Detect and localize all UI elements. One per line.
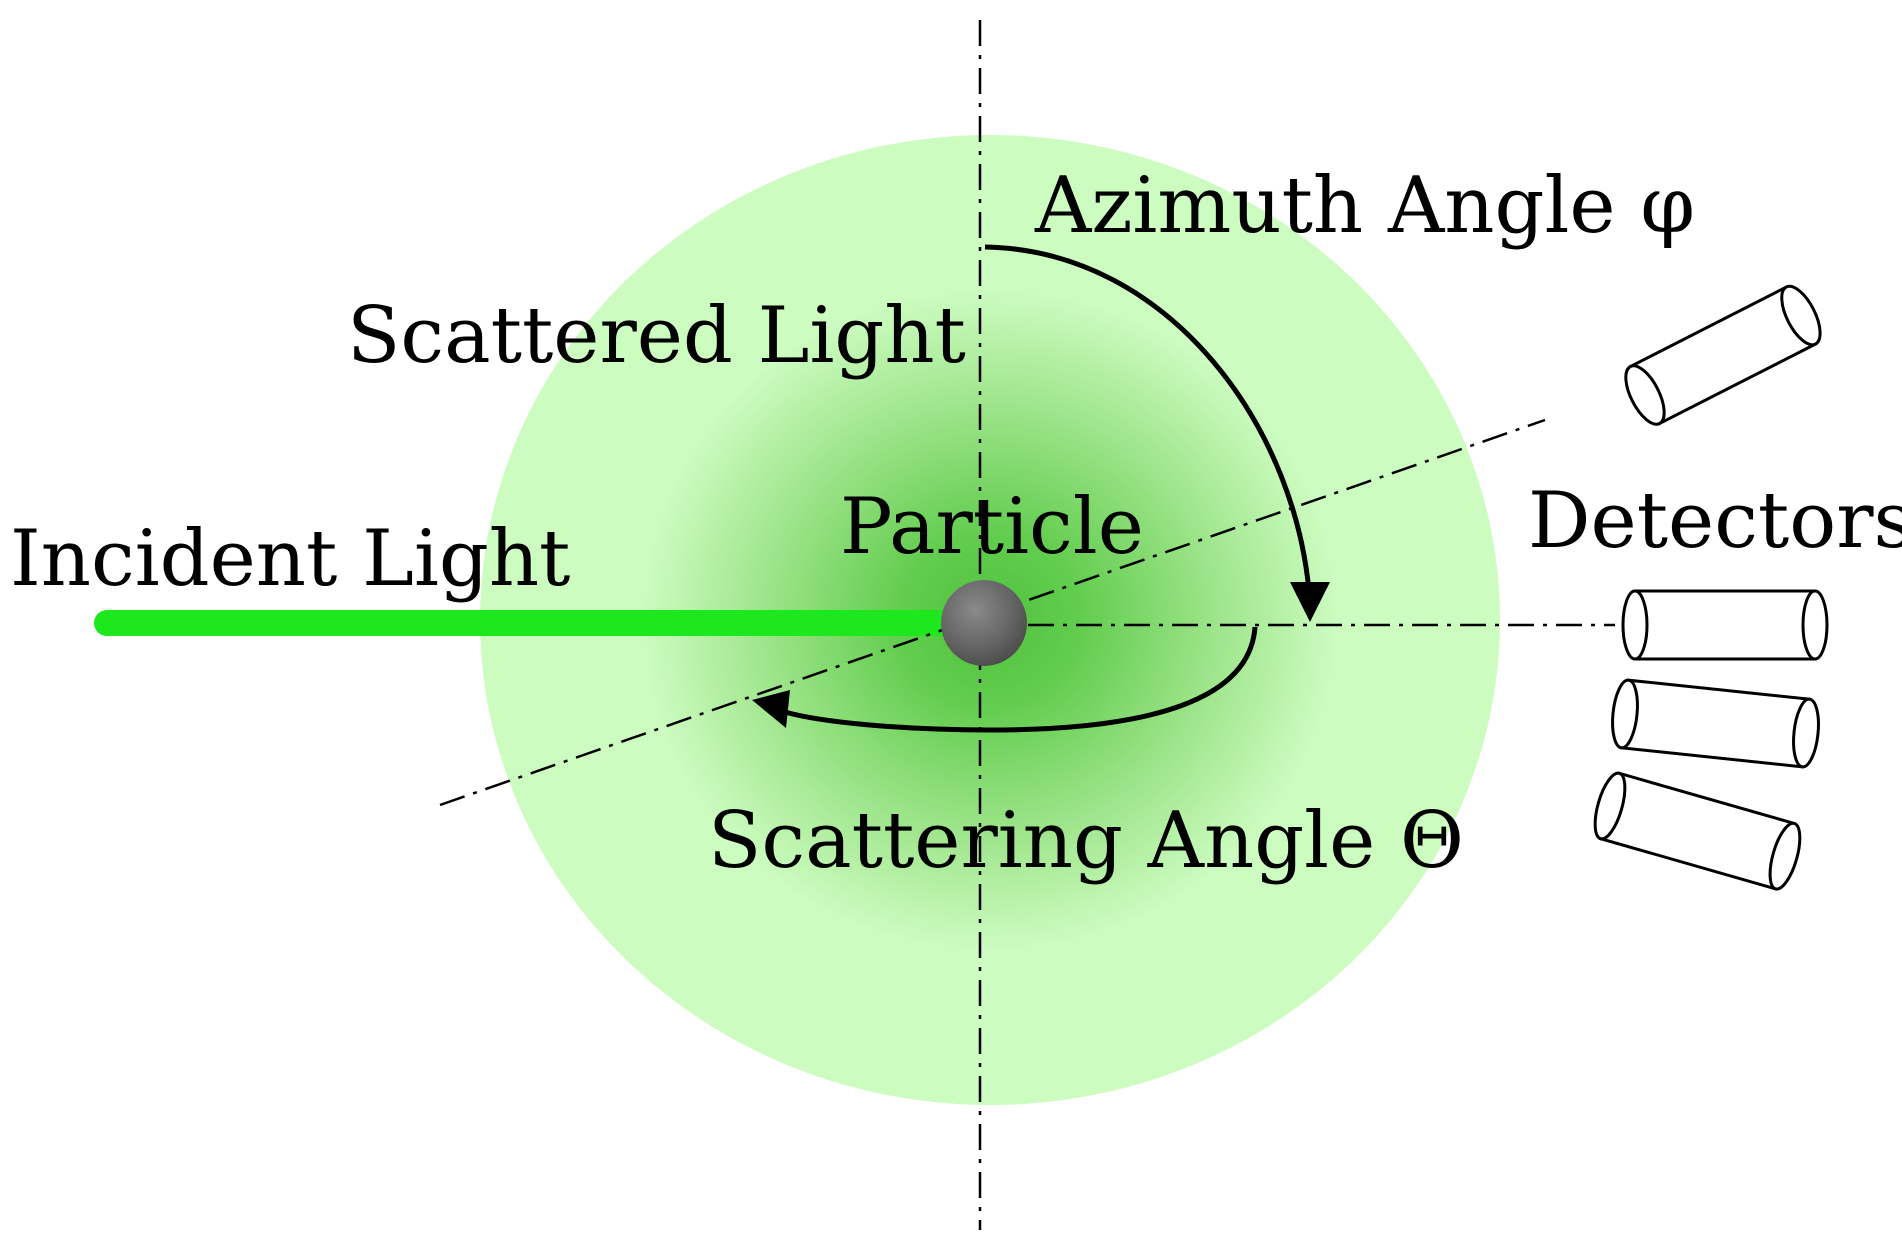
detector-middle-icon: [1621, 589, 1829, 661]
particle-sphere-icon: [941, 580, 1027, 666]
azimuth-arc-arrow: [984, 244, 1314, 607]
scattering-arc-arrow: [784, 626, 1258, 733]
detector-lower-icon: [1611, 678, 1820, 769]
azimuth-arrowhead: [1290, 582, 1330, 622]
azimuth-angle-label: Azimuth Angle φ: [1034, 161, 1695, 251]
scattering-arrowhead: [752, 690, 790, 728]
detector-top-icon: [1624, 284, 1822, 426]
particle-label: Particle: [840, 482, 1144, 572]
detectors-label: Detectors: [1528, 476, 1902, 566]
scattering-angle-label: Scattering Angle Θ: [708, 796, 1464, 886]
scattered-light-label: Scattered Light: [347, 291, 966, 381]
incident-light-label: Incident Light: [10, 514, 570, 604]
detector-bottom-icon: [1593, 771, 1802, 891]
